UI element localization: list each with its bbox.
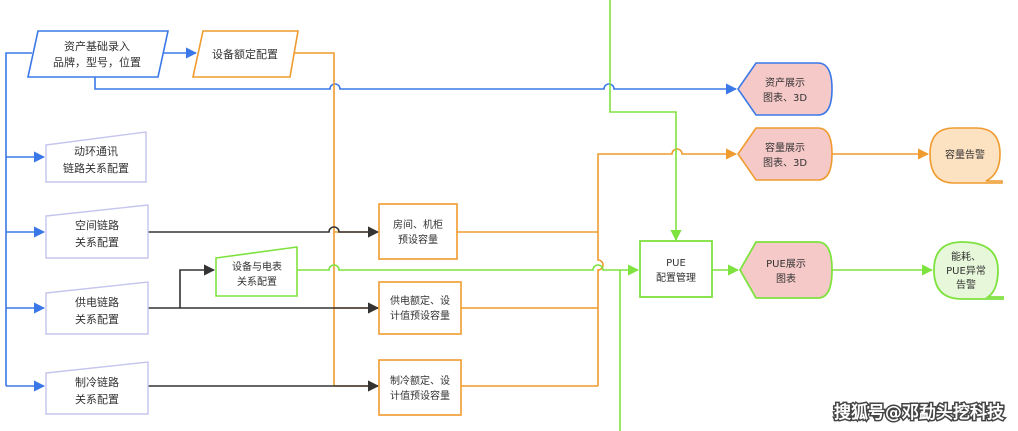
cooling-link-line2: 关系配置 [75, 392, 119, 406]
pue-display-line2: 图表 [776, 272, 796, 285]
room-capacity-node[interactable]: 房间、机柜 预设容量 [378, 203, 458, 260]
env-comm-line1: 动环通讯 [74, 145, 118, 158]
energy-alarm-line2: PUE异常 [946, 264, 986, 277]
cooling-link-node[interactable]: 制冷链路 关系配置 [45, 361, 149, 415]
pue-config-line1: PUE [666, 258, 686, 269]
pue-display-line1: PUE展示 [766, 258, 806, 270]
capacity-display-line1: 容量展示 [765, 141, 805, 154]
energy-alarm-line3: 告警 [956, 278, 976, 291]
green-top-vertical [609, 0, 682, 242]
asset-entry-line1: 资产基础录入 [64, 39, 130, 53]
room-capacity-line2: 预设容量 [398, 233, 438, 246]
space-link-line1: 空间链路 [75, 218, 119, 232]
cooling-capacity-line1: 制冷额定、设 [390, 374, 450, 387]
device-meter-line2: 关系配置 [237, 275, 277, 288]
watermark-text: 搜狐号@邓勐头挖科技 [834, 402, 1005, 423]
pue-config-line2: 配置管理 [656, 271, 696, 284]
orange-collector [597, 148, 738, 386]
space-link-node[interactable]: 空间链路 关系配置 [45, 204, 149, 259]
orange-rating-trunk [293, 52, 335, 386]
cooling-capacity-line2: 计值预设容量 [390, 389, 450, 402]
power-link-line2: 关系配置 [75, 312, 119, 326]
device-meter-node[interactable]: 设备与电表 关系配置 [215, 246, 298, 297]
energy-alarm-line1: 能耗、 [951, 250, 981, 263]
capacity-alarm-label: 容量告警 [945, 148, 985, 161]
pue-config-node[interactable]: PUE 配置管理 [639, 240, 713, 298]
capacity-display-line2: 图表、3D [763, 156, 807, 169]
blue-asset-to-asset-display [94, 77, 738, 95]
capacity-display-node[interactable]: 容量展示 图表、3D [737, 127, 833, 181]
asset-display-line1: 资产展示 [765, 76, 805, 89]
power-capacity-node[interactable]: 供电额定、设 计值预设容量 [378, 281, 462, 335]
env-comm-line2: 链路关系配置 [63, 161, 129, 175]
dark-power-to-meter [179, 264, 216, 308]
cooling-capacity-node[interactable]: 制冷额定、设 计值预设容量 [378, 359, 462, 416]
space-link-line2: 关系配置 [75, 235, 119, 249]
device-rating-node[interactable]: 设备额定配置 [192, 30, 299, 78]
capacity-alarm-node[interactable]: 容量告警 [929, 127, 1003, 184]
env-comm-node[interactable]: 动环通讯 链路关系配置 [45, 131, 147, 183]
pue-display-node[interactable]: PUE展示 图表 [738, 241, 833, 299]
asset-entry-node[interactable]: 资产基础录入 品牌，型号，位置 [27, 30, 169, 78]
blue-trunk-line [5, 52, 32, 386]
dark-space-to-room [148, 226, 380, 238]
device-meter-line1: 设备与电表 [232, 260, 282, 273]
power-capacity-line1: 供电额定、设 [390, 294, 450, 307]
cooling-link-line1: 制冷链路 [75, 375, 119, 389]
room-capacity-line1: 房间、机柜 [393, 218, 443, 231]
green-meter-to-pue [297, 264, 640, 276]
asset-display-line2: 图表、3D [763, 91, 807, 104]
asset-entry-line2: 品牌，型号，位置 [53, 55, 141, 69]
power-link-node[interactable]: 供电链路 关系配置 [45, 281, 149, 335]
asset-display-node[interactable]: 资产展示 图表、3D [737, 62, 833, 116]
power-capacity-line2: 计值预设容量 [390, 309, 450, 322]
connectors [5, 0, 934, 431]
energy-alarm-node[interactable]: 能耗、 PUE异常 告警 [933, 241, 1004, 300]
device-rating-label: 设备额定配置 [212, 47, 278, 61]
power-link-line1: 供电链路 [75, 295, 119, 309]
